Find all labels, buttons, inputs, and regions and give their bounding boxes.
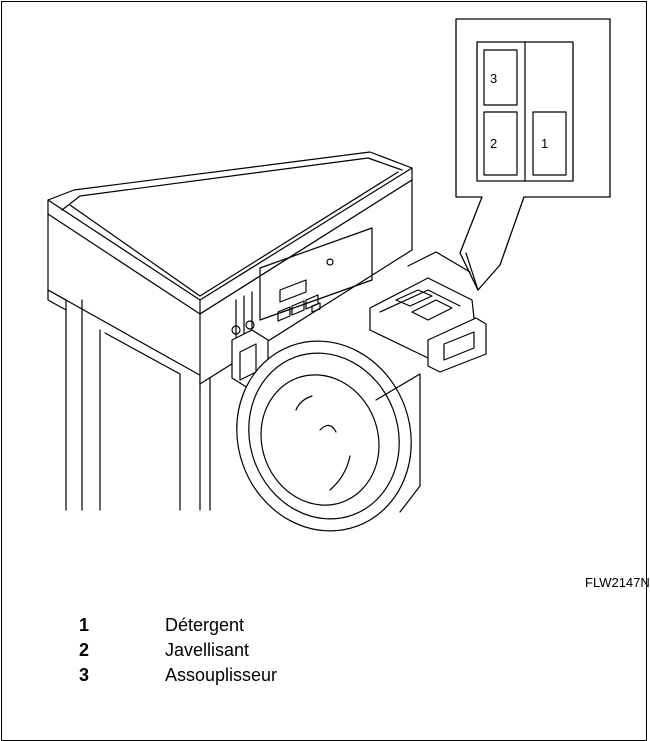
- dispenser-callout: 3 2 1: [455, 18, 611, 291]
- washer-door: [236, 340, 421, 532]
- compartment-2-box: [483, 111, 518, 176]
- dispenser-drawer: [369, 251, 487, 373]
- legend-label: Javellisant: [165, 640, 250, 660]
- figure-id: FLW2147N: [585, 575, 650, 590]
- callout-label-1: 1: [541, 136, 548, 151]
- callout-label-3: 3: [490, 71, 497, 86]
- legend-number: 3: [79, 665, 90, 685]
- washer-body: [47, 213, 211, 511]
- legend-number: 1: [79, 615, 90, 635]
- legend-number: 2: [79, 640, 90, 660]
- compartment-1-box: [532, 111, 567, 176]
- legend: 1 Détergent 2 Javellisant 3 Assouplisseu…: [79, 613, 277, 688]
- legend-item: 2 Javellisant: [79, 638, 277, 663]
- legend-item: 1 Détergent: [79, 613, 277, 638]
- legend-item: 3 Assouplisseur: [79, 663, 277, 688]
- legend-label: Assouplisseur: [165, 665, 278, 685]
- legend-label: Détergent: [165, 615, 245, 635]
- callout-label-2: 2: [490, 136, 497, 151]
- compartment-3-box: [483, 49, 518, 106]
- control-panel: [199, 179, 413, 389]
